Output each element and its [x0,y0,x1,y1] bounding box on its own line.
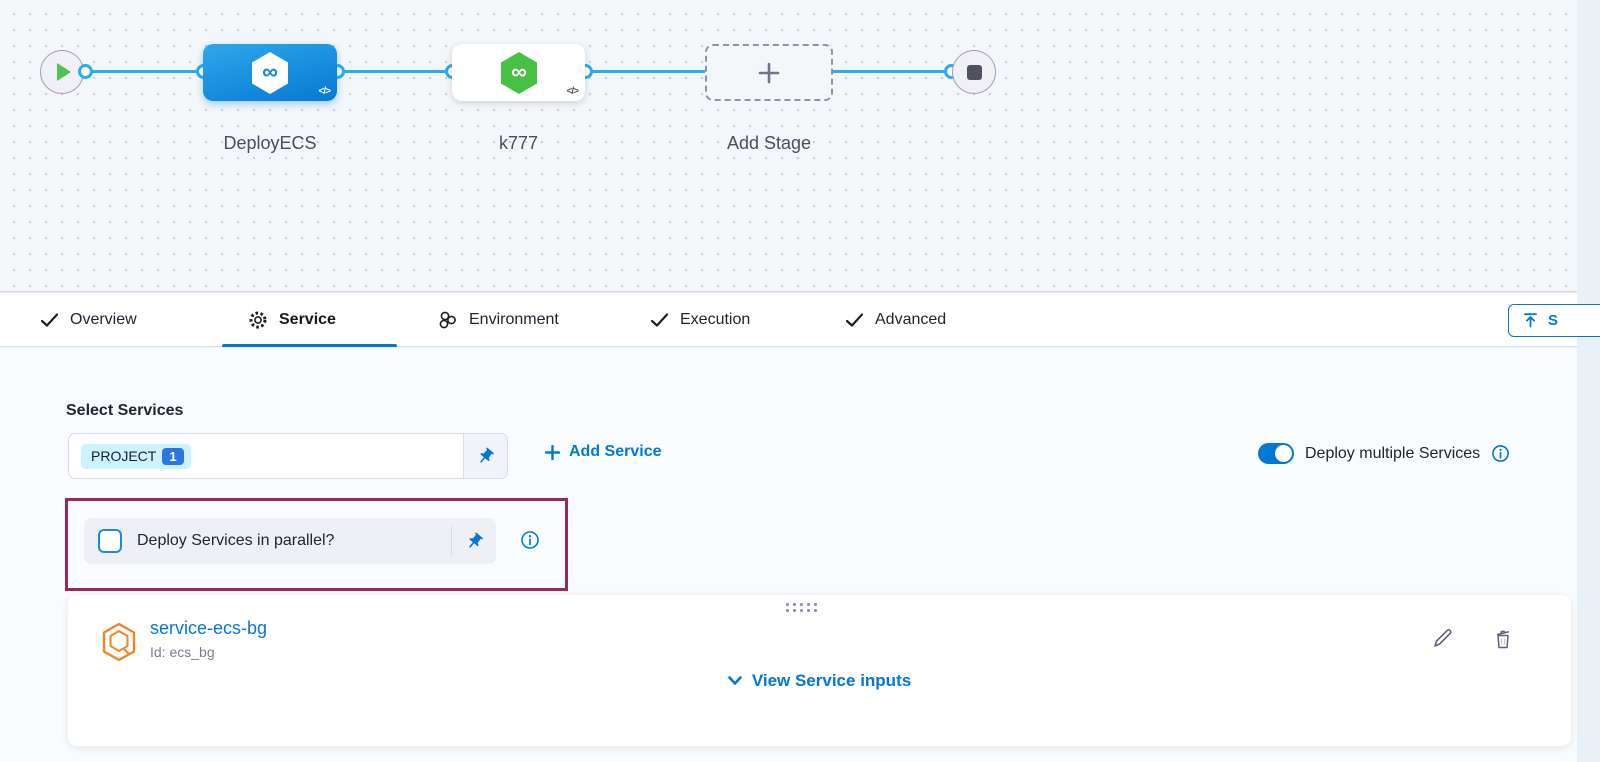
tab-label: Overview [70,310,137,328]
add-service-button[interactable]: Add Service [545,443,661,461]
service-name-link[interactable]: service-ecs-bg [150,618,268,638]
deploy-multiple-services-row: Deploy multiple Services [1258,443,1510,464]
pin-input-type-button[interactable] [463,434,507,478]
service-hexagon-icon [100,621,138,663]
pin-icon [468,532,483,548]
check-icon [40,312,59,327]
tab-advanced[interactable]: Advanced [845,293,946,346]
svg-text:∞: ∞ [262,59,278,84]
tag-label: PROJECT [91,448,157,464]
plus-icon [758,62,780,83]
active-tab-underline [222,344,397,347]
tab-label: Environment [469,310,559,328]
tag-count-badge: 1 [162,447,184,465]
tab-label: Advanced [875,310,947,328]
stage-config-tabbar: Overview Service Environment Execution [0,293,1600,347]
code-view-icon: </> [566,86,580,97]
tab-overview[interactable]: Overview [40,293,137,346]
info-icon[interactable] [520,530,540,550]
deploy-parallel-label: Deploy Services in parallel? [137,532,335,549]
parallel-option-highlight-box: Deploy Services in parallel? [65,498,568,591]
pipeline-canvas[interactable]: ∞ </> ∞ </> DeployECS k777 Add Stage [0,0,1577,292]
add-stage-button[interactable] [705,44,833,101]
connector-port [78,64,93,79]
stage-label-deployecs: DeployECS [223,133,317,153]
view-service-inputs-button[interactable]: View Service inputs [68,671,1571,691]
environment-cluster-icon [439,311,456,328]
harness-pipeline-icon: ∞ [498,50,540,96]
tab-execution[interactable]: Execution [650,293,750,346]
tab-service[interactable]: Service [248,293,336,346]
check-icon [650,312,669,327]
info-icon[interactable] [1491,444,1510,463]
stage-node-deployecs[interactable]: ∞ </> [203,44,337,101]
select-services-label: Select Services [66,402,184,419]
code-view-icon: </> [318,86,332,97]
service-id-text: Id: ecs_bg [150,644,215,660]
harness-pipeline-icon: ∞ [249,50,291,96]
check-icon [845,312,864,327]
delete-service-button[interactable] [1492,628,1514,650]
trash-icon [1496,630,1510,649]
pipeline-start-node[interactable] [40,50,84,94]
chevron-down-icon [728,676,742,685]
drag-handle-icon[interactable] [786,603,817,612]
service-tab-content: Select Services PROJECT 1 Add Servi [0,348,1577,762]
pencil-icon [1434,629,1452,647]
pin-input-type-button[interactable] [452,532,496,551]
pipeline-end-node[interactable] [952,50,996,94]
save-button[interactable]: S [1508,304,1600,337]
pin-icon [480,447,494,463]
stage-node-k777[interactable]: ∞ </> [452,44,585,101]
deploy-multiple-services-label: Deploy multiple Services [1305,444,1481,462]
add-service-label: Add Service [569,443,662,460]
deploy-services-in-parallel-field: Deploy Services in parallel? [84,518,496,564]
add-stage-label: Add Stage [726,133,812,153]
services-multiselect-input[interactable]: PROJECT 1 [68,433,508,479]
view-service-inputs-label: View Service inputs [751,671,912,690]
save-button-label: S [1548,312,1559,329]
service-card: service-ecs-bg Id: ecs_bg [68,595,1571,746]
deploy-parallel-checkbox[interactable] [98,529,122,553]
tab-label: Execution [680,310,751,328]
stage-label-k777: k777 [498,133,539,153]
svg-text:∞: ∞ [511,59,527,84]
tab-environment[interactable]: Environment [438,293,559,346]
gear-icon [249,311,267,328]
play-icon [57,63,71,81]
edit-service-button[interactable] [1431,628,1453,650]
stop-icon [966,64,982,80]
divider [451,526,452,556]
upload-icon [1524,313,1537,328]
selected-services[interactable]: PROJECT 1 [69,434,463,478]
tab-label: Service [279,310,336,328]
deploy-multiple-services-toggle[interactable] [1258,443,1294,464]
selected-service-tag[interactable]: PROJECT 1 [81,443,191,469]
toggle-knob [1275,445,1292,462]
plus-icon [545,444,560,460]
